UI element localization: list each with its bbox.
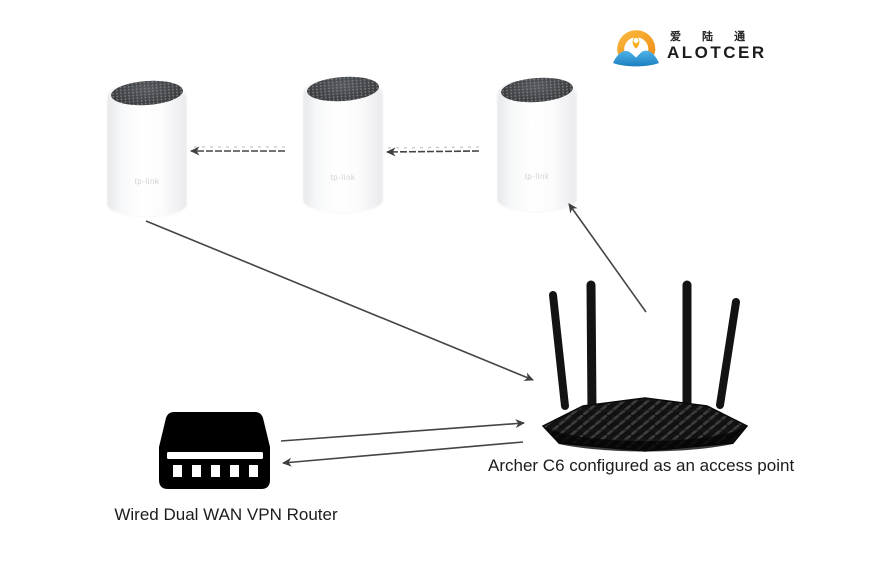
arrow-router-to-archer (280, 419, 525, 442)
wired-vpn-router-icon (159, 412, 270, 489)
arrow-deco1-to-archer (145, 220, 534, 381)
deco-unit-3: tp-link (497, 75, 577, 211)
vpn-router-port-3 (211, 465, 220, 477)
router-body-base (543, 426, 747, 452)
antenna-left-outer (549, 291, 569, 410)
deco-unit-1: tp-link (107, 78, 187, 216)
antenna-right-outer (716, 298, 740, 409)
archer-c6-router (541, 280, 749, 452)
vpn-router-chassis (159, 412, 270, 489)
logo-waves (613, 50, 659, 67)
vpn-router-slot (167, 452, 263, 459)
logo-text: 爱 陆 通 ALOTCER (667, 30, 767, 62)
vpn-router-label: Wired Dual WAN VPN Router (114, 505, 338, 524)
logo-chinese-name: 爱 陆 通 (670, 31, 755, 43)
vpn-router-port-1 (173, 465, 182, 477)
vpn-router-port-2 (192, 465, 201, 477)
arrow-ghost-deco3-to-deco2 (386, 146, 480, 149)
arrow-archer-to-router (282, 441, 524, 467)
alotcer-logo-icon (613, 30, 659, 67)
deco-unit-3-brand: tp-link (524, 172, 550, 181)
vpn-router-port-5 (249, 465, 258, 477)
antenna-left-inner (586, 280, 597, 417)
vpn-router-port-4 (230, 465, 239, 477)
logo-drop-dot (633, 37, 639, 44)
access-point-label: Archer C6 configured as an access point (488, 456, 795, 475)
deco-unit-1-brand: tp-link (134, 177, 160, 186)
deco-unit-2-brand: tp-link (330, 173, 356, 182)
deco-unit-2: tp-link (303, 74, 383, 212)
alotcer-logo: 爱 陆 通 ALOTCER (612, 24, 767, 68)
logo-sun-arc (617, 30, 656, 56)
logo-brand-name: ALOTCER (667, 43, 767, 62)
arrow-deco3-to-deco2 (386, 147, 480, 157)
